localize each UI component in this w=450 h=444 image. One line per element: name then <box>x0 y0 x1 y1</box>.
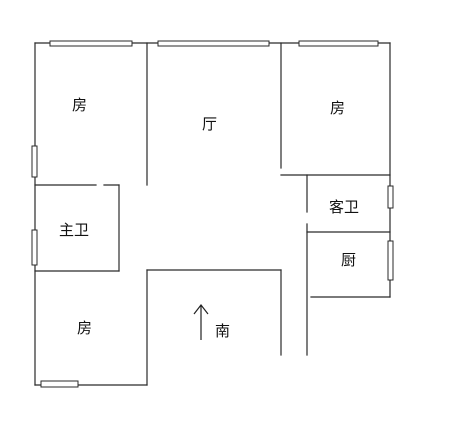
room-label-kitchen: 厨 <box>341 251 356 269</box>
room-label-living-room: 厅 <box>202 115 217 133</box>
window-right-guest-bath <box>387 185 394 209</box>
room-label-bedroom-top-left: 房 <box>72 96 87 114</box>
windows <box>31 40 394 388</box>
compass: 南 <box>193 304 230 340</box>
window-top-center <box>157 40 270 47</box>
north-arrow-head <box>193 304 209 315</box>
window-left-middle <box>31 229 38 266</box>
room-label-master-bathroom: 主卫 <box>59 221 89 239</box>
window-bottom-left <box>40 380 79 388</box>
window-top-right <box>298 40 379 47</box>
window-right-kitchen <box>387 240 394 281</box>
window-left-upper <box>31 145 38 178</box>
compass-label: 南 <box>215 322 230 340</box>
room-labels: 房 厅 房 主卫 客卫 厨 房 <box>59 96 359 337</box>
room-label-guest-bathroom: 客卫 <box>329 198 359 216</box>
window-top-left <box>49 40 133 47</box>
room-label-bedroom-bottom-left: 房 <box>77 319 92 337</box>
walls <box>34 42 391 386</box>
room-label-bedroom-top-right: 房 <box>330 99 345 117</box>
